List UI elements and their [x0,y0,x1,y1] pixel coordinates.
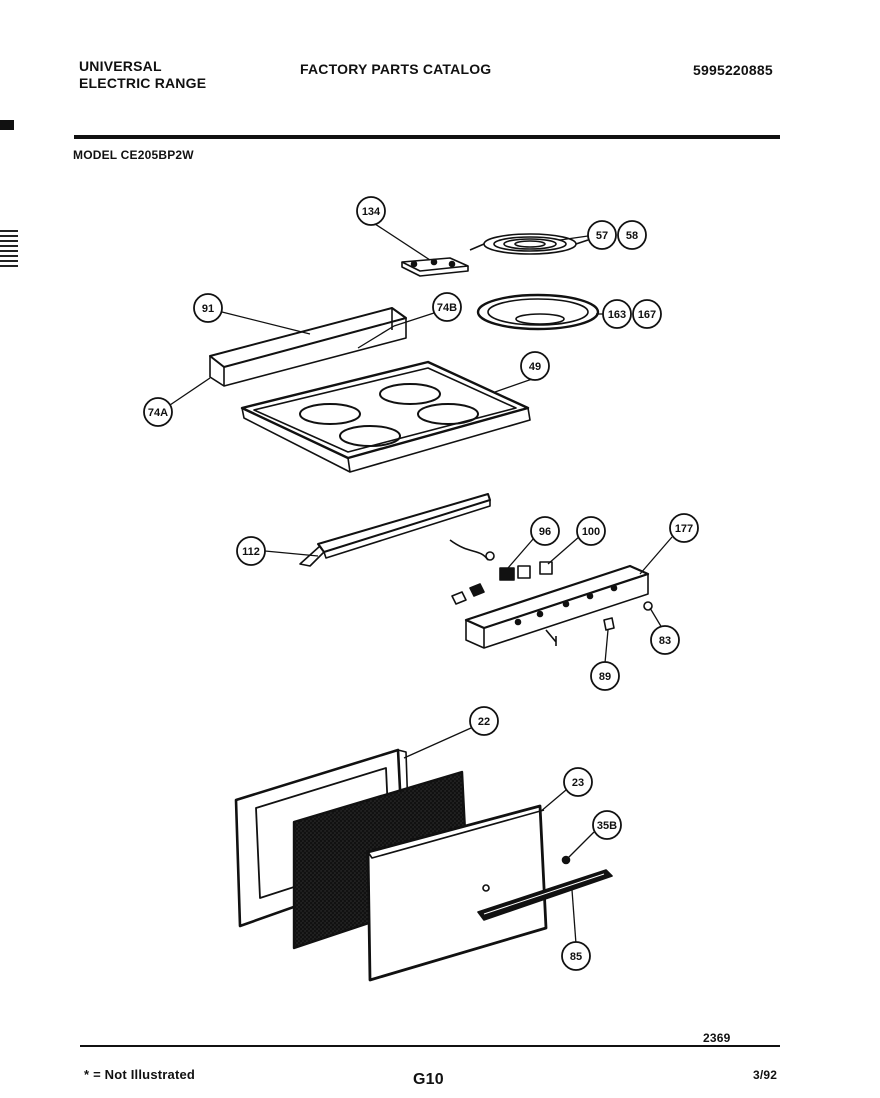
callout-label: 35B [597,820,617,832]
surface-element-part [469,233,589,255]
callout-85 [561,941,591,971]
callout-label: 49 [529,361,541,373]
callout-label: 167 [638,309,656,321]
callout-label: 89 [599,671,611,683]
callout-91 [193,293,223,323]
callout-112 [236,536,266,566]
callout-58 [617,220,647,250]
callout-167 [632,299,662,329]
callout-83 [650,625,680,655]
callout-bubbles [143,196,699,971]
callout-49 [520,351,550,381]
callout-57 [587,220,617,250]
callout-label: 85 [570,951,582,963]
callout-label: 74A [148,407,168,419]
callout-label: 91 [202,303,214,315]
callout-96 [530,516,560,546]
callout-163 [602,299,632,329]
leader-lines [169,221,673,945]
drip-bowl-part [476,293,600,331]
callout-label: 23 [572,777,584,789]
callout-23 [563,767,593,797]
terminal-block-part [401,257,469,277]
callout-label: 58 [626,230,638,242]
callout-label: 83 [659,635,671,647]
callout-label: 134 [362,206,381,218]
callout-35b [592,810,622,840]
callout-label: 22 [478,716,490,728]
callout-177 [669,513,699,543]
callout-134 [356,196,386,226]
catalog-part-number: 5995220885 [693,62,773,78]
drawing-number: 2369 [703,1031,731,1045]
front-rail-part [299,493,491,567]
door-outer-panel-part [366,804,548,982]
callout-labels: 134 57 58 91 74B 163 167 49 74A 112 96 1… [148,206,693,963]
callout-22 [469,706,499,736]
callout-label: 177 [675,523,693,535]
brand-line-2: ELECTRIC RANGE [79,75,207,91]
brand-line-1: UNIVERSAL [79,58,162,74]
scan-edge-mark [0,120,14,130]
header-rule [74,135,780,139]
model-number: MODEL CE205BP2W [73,148,194,162]
callout-label: 163 [608,309,626,321]
cooktop-part [240,360,531,473]
callout-89 [590,661,620,691]
callout-label: 57 [596,230,608,242]
callout-74a [143,397,173,427]
rear-trim-part [209,307,407,387]
callout-label: 96 [539,526,551,538]
callout-100 [576,516,606,546]
page-code: G10 [413,1071,444,1088]
switch-and-wiring-part [449,539,553,605]
callout-label: 74B [437,302,457,314]
brand-title: UNIVERSAL ELECTRIC RANGE [79,58,206,92]
catalog-date: 3/92 [753,1068,778,1082]
control-panel-part [464,564,653,649]
not-illustrated-footnote: * = Not Illustrated [84,1067,196,1082]
door-handle-part [477,855,613,921]
catalog-title: FACTORY PARTS CATALOG [300,61,492,77]
callout-label: 112 [242,546,260,558]
callout-label: 100 [582,526,600,538]
scan-edge-mark [0,230,18,270]
callout-74b [432,292,462,322]
footer-rule [80,1045,780,1047]
